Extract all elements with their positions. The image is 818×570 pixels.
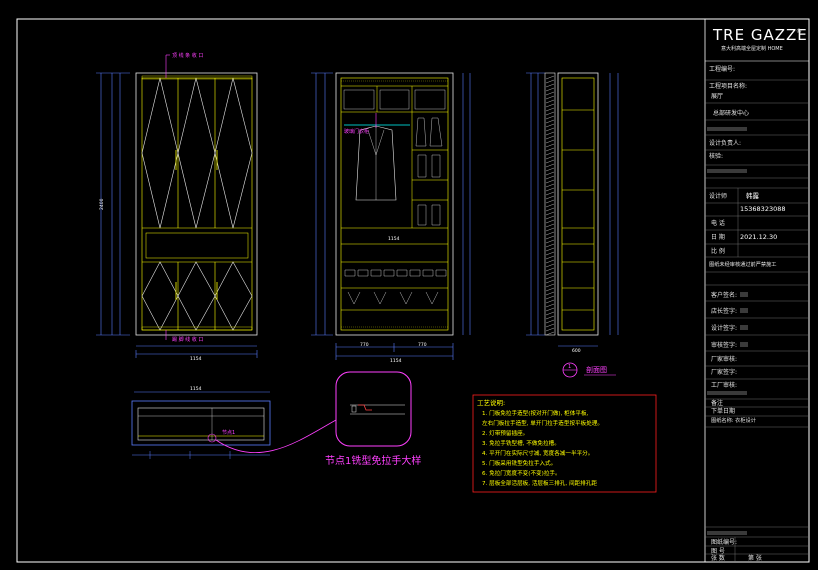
remarks-label: 备注: [711, 399, 723, 407]
bottom-trim-label: 踢 脚 线 收 口: [172, 336, 203, 343]
designer-label: 设计师: [709, 192, 727, 200]
sign-row: 设计签字:: [711, 324, 737, 332]
door-diamond: [141, 77, 179, 229]
detail-tag: 节点1: [222, 430, 235, 436]
sign-row: 客户签名:: [711, 291, 737, 299]
tb-fill-bar: [707, 127, 747, 131]
inner-width1-dim: 770: [360, 342, 369, 348]
signature-rows: 客户签名: 店长签字: 设计签字: 审核签字: 厂家审核: 厂家签字: 工厂审核…: [705, 284, 809, 428]
date-label: 日 期: [711, 233, 725, 241]
sign-row: 审核签字:: [711, 341, 737, 349]
door-diamond: [214, 77, 253, 229]
scale-label: 比 例: [711, 247, 725, 255]
note-line: 7. 层板全部活层板, 活层板三排孔, 间距排孔距: [482, 479, 597, 487]
sign-row: 厂家审核:: [711, 355, 737, 363]
center-value: 总部研发中心: [713, 109, 749, 117]
note-line: 3. 免拉手铣型槽, 不做免拉槽。: [482, 439, 560, 447]
node-detail-label: 节点1铣型免拉手大样: [325, 454, 421, 467]
note-line: 5. 门板采用铣型免拉手入式。: [482, 459, 556, 467]
sheet-label: 张 数: [711, 554, 725, 562]
tel-label: 电 话: [711, 219, 725, 227]
drawer-panel: [145, 232, 249, 259]
title-block: TRE GAZZE ® 意大利高端全屋定制 HOME 工程编号: 工程项目名称:…: [704, 19, 809, 562]
wall-hatch: [544, 72, 556, 336]
sign-row: 店长签字:: [711, 307, 737, 315]
section-depth-dim: 600: [572, 348, 581, 354]
sign-row: 厂家签字:: [711, 368, 737, 376]
tb-fill-bar: [707, 169, 747, 173]
front-width-dim: 1154: [190, 356, 202, 362]
glass-cabinet-label: 玻璃门衣柜: [344, 128, 369, 135]
brand-mark: ®: [796, 28, 802, 35]
process-notes: 工艺说明: 1. 门板免拉手造型(按对开门做), 柜体平板, 左右门板拉手造型,…: [472, 394, 657, 493]
note-line: 2. 灯带预留插座。: [482, 429, 528, 437]
door-diamond: [177, 261, 216, 331]
plan-outer: [131, 400, 271, 446]
notes-title: 工艺说明:: [477, 398, 505, 407]
project-name-value: 展厅: [711, 93, 723, 100]
sheet-frame: [16, 18, 810, 563]
door-diamond: [141, 261, 179, 331]
front-elevation: 2400 顶 线 条 收 口 踢 脚 线 收 口: [96, 52, 258, 362]
note-line: 1. 门板免拉手造型(按对开门做), 柜体平板,: [482, 409, 589, 417]
shoe-rows: [344, 269, 447, 305]
interior-elevation: 1154 玻璃门衣柜 770 770 1154: [311, 72, 471, 364]
top-trim-label: 顶 线 条 收 口: [172, 52, 203, 59]
note-line: 4. 平开门在实际尺寸减, 宽度各减一半平分。: [482, 449, 593, 457]
detail-leader: [215, 419, 337, 454]
section-label: 剖面图: [586, 365, 607, 374]
checker-label: 核验:: [709, 152, 723, 160]
door-diamond: [214, 261, 253, 331]
interior-outline: [335, 72, 454, 336]
inner-total-dim: 1154: [390, 358, 402, 364]
notes-frame: [472, 394, 657, 493]
cabinet-outline: [135, 72, 258, 336]
section-number: 1: [568, 364, 571, 370]
front-height-dim: 2400: [99, 198, 105, 210]
brand-tagline: 意大利高端全屋定制 HOME: [721, 45, 783, 52]
plan-width-dim: 1154: [190, 386, 202, 392]
design-manager-label: 设计负责人:: [709, 139, 741, 147]
plan-view: 1154 节点1: [131, 386, 337, 459]
drawing-sheet-label: 图 号: [711, 548, 725, 555]
designer-value: 韩露: [746, 191, 760, 200]
note-line: 6. 免拉门宽度不变(不变)拉手。: [482, 469, 561, 477]
date-value: 2021.12.30: [740, 233, 777, 241]
drawing-name-label: 图纸名称: 衣柜设计: [711, 416, 756, 424]
cabinet-inner: [141, 77, 253, 331]
phone-value: 15368323088: [740, 205, 786, 213]
door-diamond: [177, 77, 216, 229]
section-view: 600 1 剖面图: [526, 72, 619, 378]
coat-illustration: [355, 125, 397, 201]
node-detail: 节点1铣型免拉手大样: [325, 371, 421, 467]
tb-note: 图纸未经审核通过前严禁施工: [709, 260, 776, 268]
brand-name: TRE GAZZE: [712, 26, 808, 44]
note-line: 左右门板拉手造型, 单开门拉手造型按平板处理。: [482, 419, 603, 427]
project-no-label: 工程编号:: [709, 65, 735, 73]
inner-dim-label: 1154: [388, 236, 400, 242]
order-date-label: 下单日期: [711, 407, 735, 415]
sheet-value: 第 张: [748, 554, 762, 562]
project-name-label: 工程项目名称:: [709, 82, 747, 90]
sign-row: 工厂审核:: [711, 381, 737, 389]
inner-width2-dim: 770: [418, 342, 427, 348]
drawing-no-label: 图纸编号:: [711, 538, 737, 546]
